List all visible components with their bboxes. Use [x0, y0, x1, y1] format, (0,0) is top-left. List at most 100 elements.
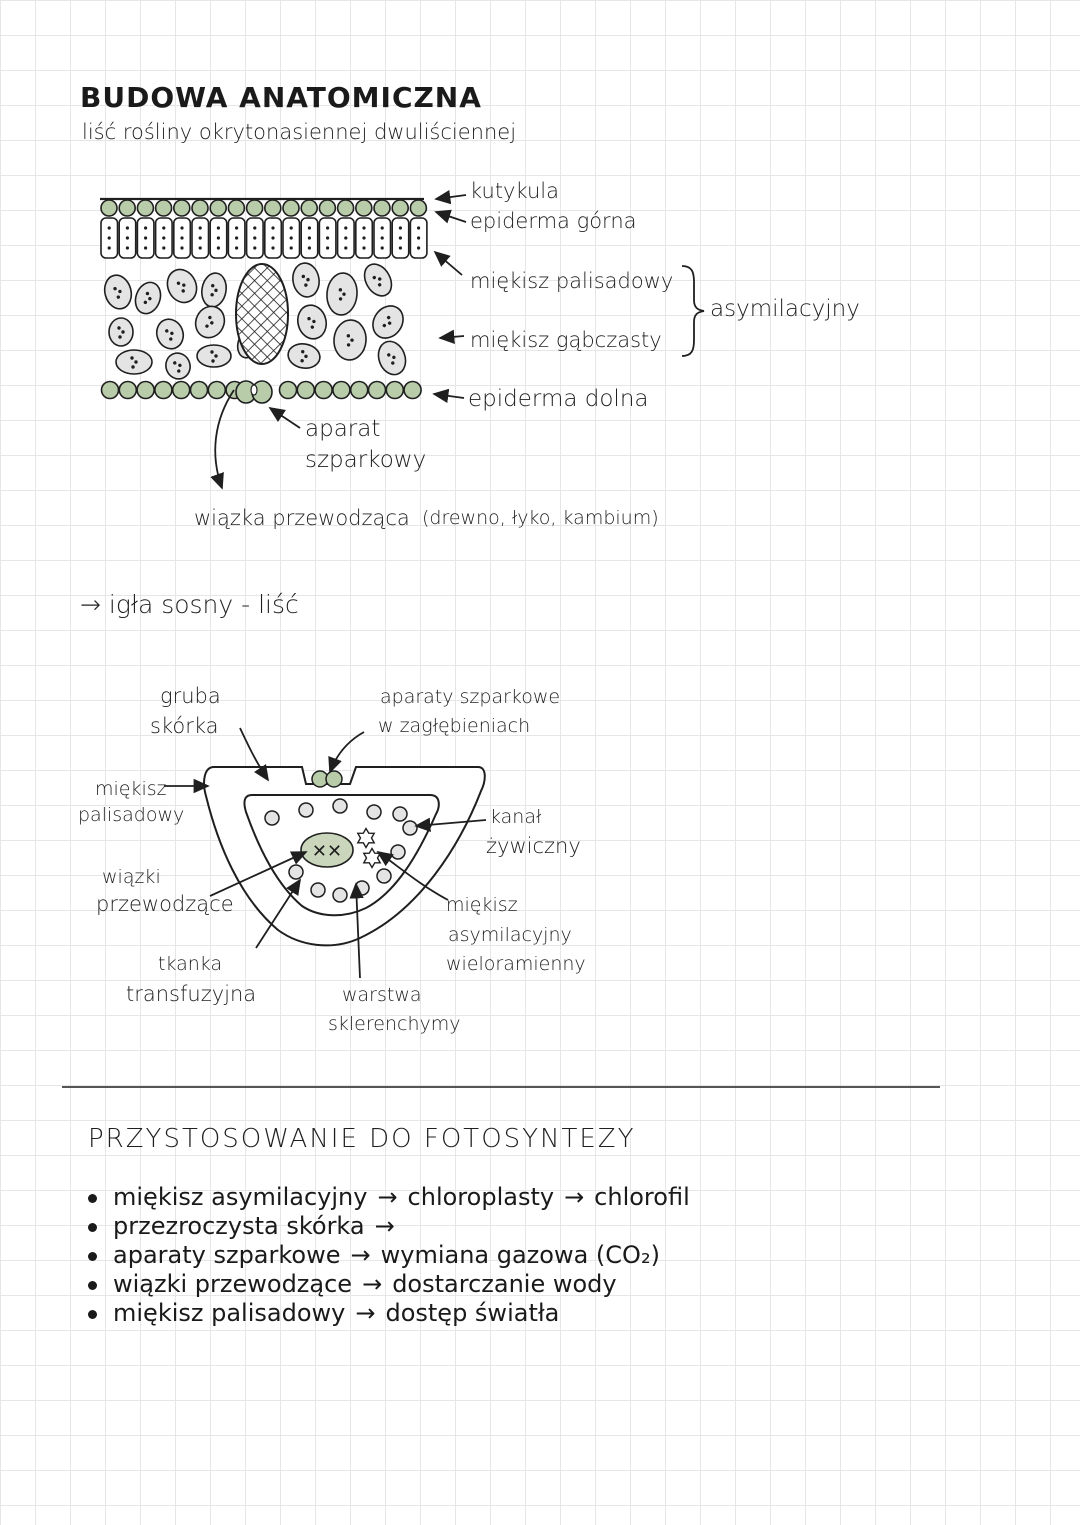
- chloroplast-dot: [125, 236, 129, 240]
- chloroplast-dot: [289, 246, 293, 250]
- chloroplast-dot: [398, 246, 402, 250]
- chloroplast-dot: [300, 359, 304, 363]
- chloroplast-dot: [176, 281, 181, 285]
- chloroplast-dot: [180, 226, 184, 230]
- chloroplast-dot: [377, 283, 382, 287]
- upper-epidermis-cell: [100, 199, 118, 217]
- bullet-icon: [88, 1251, 97, 1261]
- multi-armed-mesophyll-cell: [356, 827, 376, 849]
- spongy-cell-wall: [134, 281, 162, 315]
- spongy-cell-wall: [115, 349, 153, 375]
- spongy-cell: [115, 349, 153, 375]
- bullet-icon: [88, 1280, 97, 1290]
- upper-epidermis-cell: [282, 199, 300, 217]
- label-wiazka: wiązka przewodząca: [194, 506, 410, 530]
- label-kutykula: kutykula: [470, 179, 560, 203]
- chloroplast-dot: [113, 286, 117, 291]
- spongy-cell: [196, 344, 232, 368]
- chloroplast-dot: [342, 292, 346, 296]
- chloroplast-dot: [235, 246, 239, 250]
- chloroplast-dot: [130, 356, 134, 360]
- vascular-bundle: [235, 263, 289, 365]
- chloroplast-dot: [125, 226, 129, 230]
- transfusion-cell: [366, 804, 382, 820]
- chloroplast-dot: [107, 246, 111, 250]
- spongy-cell: [372, 305, 404, 339]
- spongy-cell-wall: [165, 352, 191, 380]
- chloroplast-dot: [144, 236, 148, 240]
- chloroplast-dot: [170, 331, 174, 336]
- chloroplast-dot: [162, 236, 166, 240]
- chloroplast-dot: [214, 288, 218, 293]
- chloroplast-dot: [326, 236, 330, 240]
- bullet-icon: [88, 1193, 97, 1203]
- upper-epidermis-cell: [227, 199, 246, 217]
- chloroplast-dot: [253, 246, 257, 250]
- arrow-epiderma-dolna: [432, 388, 465, 404]
- spongy-cell: [292, 262, 320, 298]
- label-warstwa-2: sklerenchymy: [328, 1013, 461, 1035]
- lower-epidermis-cell: [314, 380, 333, 400]
- spongy-cell: [326, 272, 358, 316]
- page-subtitle: liść rośliny okrytonasiennej dwuliścienn…: [82, 120, 517, 144]
- chloroplast-dot: [177, 369, 181, 373]
- arrow-miekisz-wieloramienny: [376, 850, 449, 901]
- label-asymilacyjny: asymilacyjny: [710, 296, 860, 322]
- label-miekisz-gabczasty: miękisz gąbczasty: [470, 328, 662, 352]
- chloroplast-dot: [173, 361, 177, 365]
- chloroplast-dot: [253, 226, 257, 230]
- chloroplast-dot: [162, 246, 166, 250]
- label-kanal-1: kanał: [490, 806, 542, 828]
- spongy-cell-wall: [155, 318, 185, 350]
- chloroplast-dot: [326, 226, 330, 230]
- lower-epidermis-cell: [403, 380, 422, 400]
- arrow-kanal-zywiczny: [414, 817, 487, 832]
- adaptation-heading: PRZYSTOSOWANIE DO FOTOSYNTEZY: [88, 1124, 636, 1154]
- arrow-miekisz-palisadowy: [433, 250, 463, 276]
- upper-epidermis-cell: [245, 199, 264, 217]
- chloroplast-dot: [312, 319, 316, 324]
- chloroplast-dot: [253, 236, 257, 240]
- chloroplast-dot: [116, 295, 121, 299]
- spongy-cell-wall: [103, 274, 133, 310]
- chloroplast-dot: [338, 297, 343, 301]
- transfusion-cell: [288, 864, 304, 880]
- chloroplast-dot: [304, 354, 308, 359]
- lower-epidermis-cell: [332, 380, 351, 400]
- chloroplast-dot: [144, 246, 148, 250]
- spongy-cell: [165, 352, 191, 380]
- chloroplast-dot: [143, 300, 148, 305]
- guard-cell: [325, 770, 343, 788]
- chloroplast-dot: [344, 236, 348, 240]
- label-epiderma-gorna: epiderma górna: [470, 209, 637, 233]
- chloroplast-dot: [144, 226, 148, 230]
- chloroplast-dot: [387, 321, 392, 325]
- label-wiazka-detail: (drewno, łyko, kambium): [422, 507, 659, 529]
- spongy-cell-wall: [166, 268, 198, 304]
- spongy-cell-wall: [333, 319, 367, 361]
- upper-epidermis-cell: [391, 199, 410, 217]
- chloroplast-dot: [346, 334, 351, 338]
- upper-epidermis-cell: [209, 199, 227, 217]
- chloroplast-dot: [380, 236, 384, 240]
- bundle-cross-marks: ✕✕: [312, 841, 342, 862]
- chloroplast-dot: [169, 337, 173, 341]
- spongy-cell-wall: [287, 343, 321, 369]
- chloroplast-dot: [107, 226, 111, 230]
- chloroplast-dot: [117, 326, 121, 330]
- arrow-aparaty-szparkowe: [328, 731, 365, 774]
- label-gruba-2: skórka: [150, 714, 219, 738]
- spongy-cell: [166, 268, 198, 304]
- chloroplast-dot: [107, 236, 111, 240]
- spongy-cell: [155, 318, 185, 350]
- spongy-cell: [194, 305, 226, 339]
- spongy-cell: [296, 304, 328, 340]
- chloroplast-dot: [326, 246, 330, 250]
- chloroplast-dot: [271, 246, 275, 250]
- spongy-cell-wall: [194, 305, 226, 339]
- spongy-cell: [134, 281, 162, 315]
- chloroplast-dot: [118, 289, 122, 294]
- chloroplast-dot: [417, 226, 421, 230]
- label-tkanka-2: transfuzyjna: [126, 982, 257, 1006]
- spongy-cell: [201, 272, 227, 308]
